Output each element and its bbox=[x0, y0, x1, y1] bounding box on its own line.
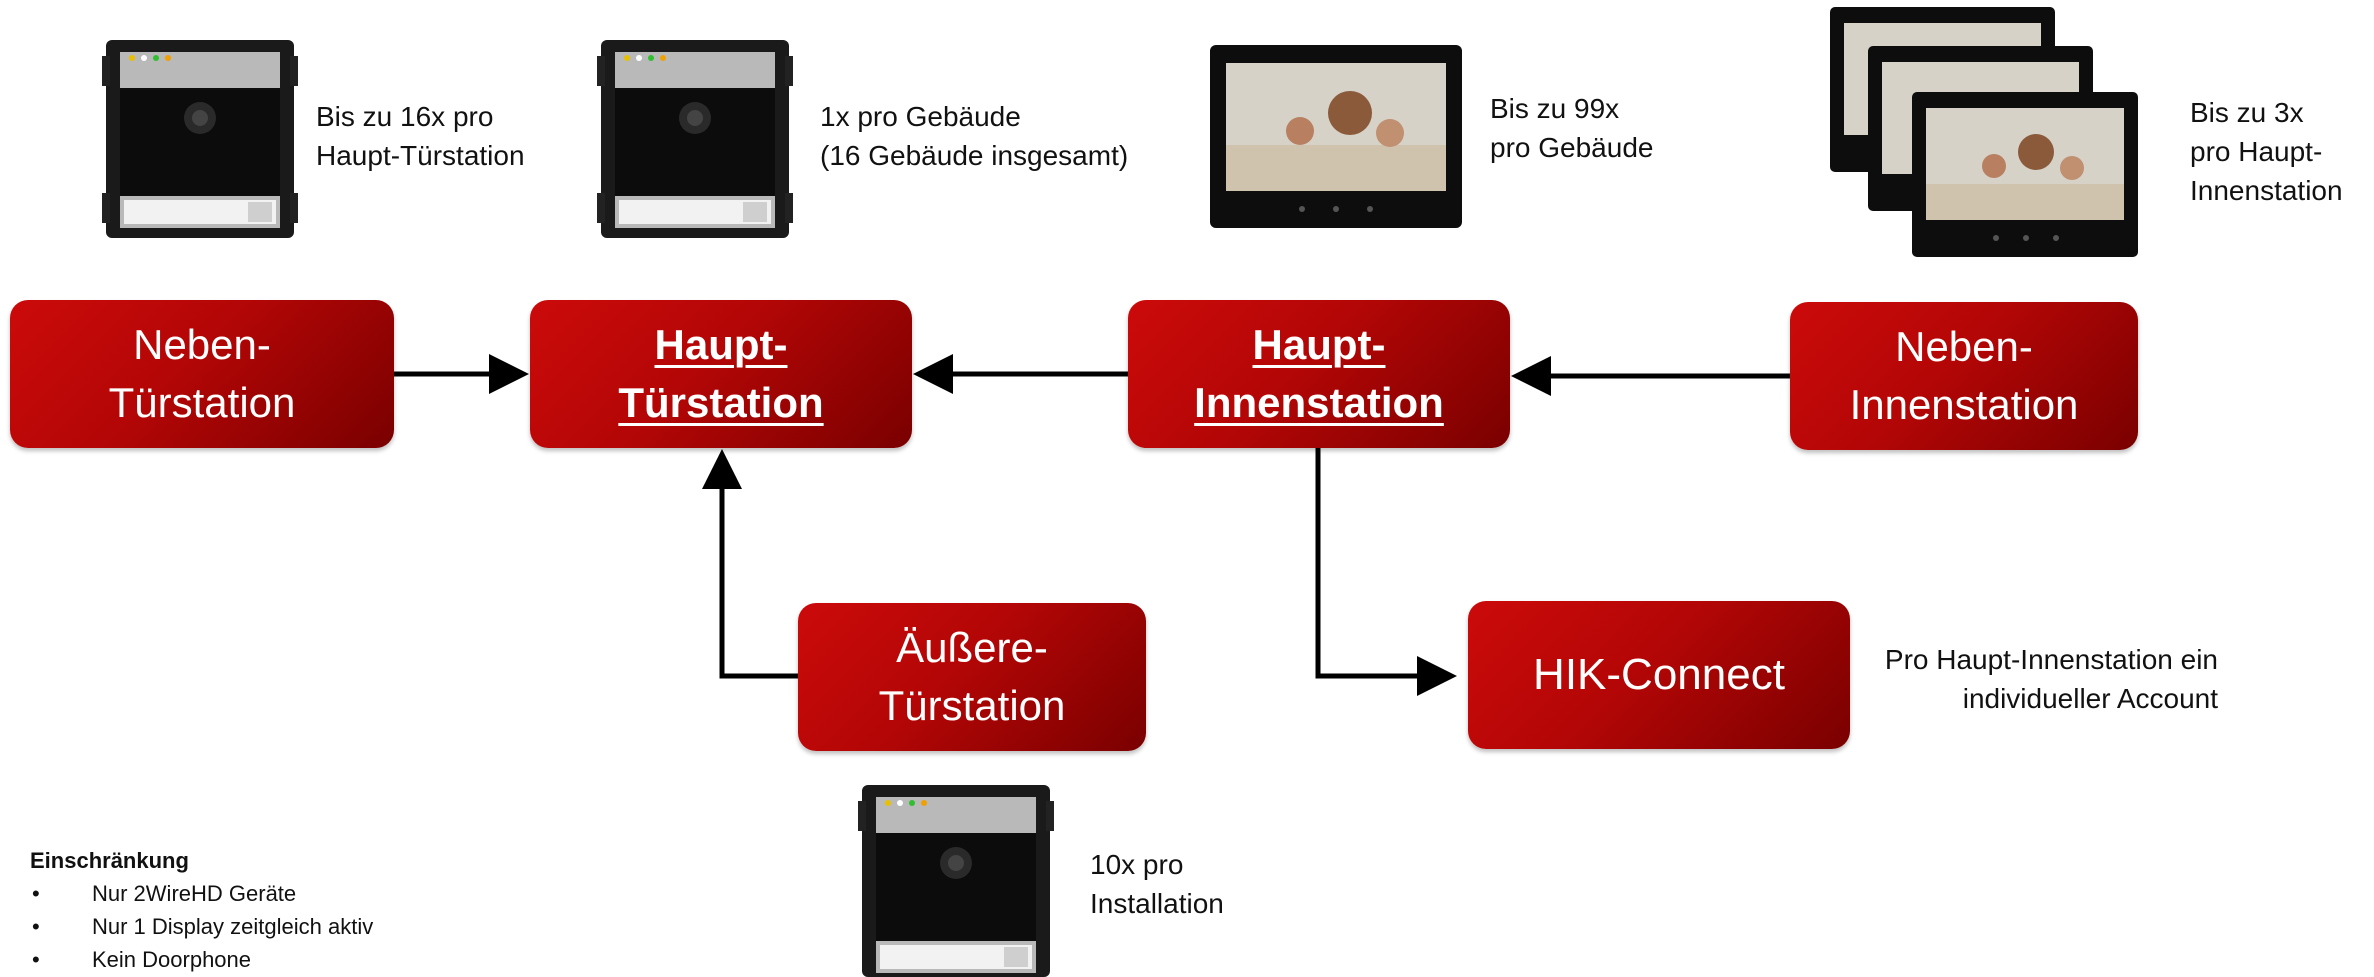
node-neben-tuerstation: Neben- Türstation bbox=[10, 300, 394, 448]
caption-aeussere-tuerstation: 10x pro Installation bbox=[1090, 845, 1224, 923]
caption-line: individueller Account bbox=[1962, 683, 2218, 714]
caption-line: 10x pro bbox=[1090, 849, 1184, 880]
caption-line: Bis zu 99x bbox=[1490, 93, 1620, 124]
node-label-line2: Türstation bbox=[108, 379, 296, 426]
node-neben-innenstation: Neben- Innenstation bbox=[1790, 302, 2138, 450]
node-label-line2: Türstation bbox=[878, 682, 1066, 729]
caption-neben-innenstation: Bis zu 3x pro Haupt- Innenstation bbox=[2190, 93, 2343, 210]
restrictions-title: Einschränkung bbox=[30, 848, 189, 873]
node-label-line2: Innenstation bbox=[1849, 381, 2079, 428]
node-label-line2: Innenstation bbox=[1194, 379, 1444, 426]
node-label-line2: Türstation bbox=[618, 379, 824, 426]
door-station-device-icon bbox=[597, 40, 793, 238]
door-station-device-icon bbox=[858, 785, 1054, 977]
node-hik-connect: HIK-Connect bbox=[1468, 601, 1850, 749]
caption-haupt-tuerstation: 1x pro Gebäude (16 Gebäude insgesamt) bbox=[820, 97, 1128, 175]
arrow-aeussere-to-haupt-tuer bbox=[702, 449, 798, 679]
arrow-haupt-innen-to-hik-connect bbox=[1315, 448, 1457, 696]
restriction-text: Nur 2WireHD Geräte bbox=[92, 881, 297, 906]
node-label-line1: Neben- bbox=[1895, 323, 2033, 370]
node-label-line1: Haupt- bbox=[1252, 321, 1386, 368]
bullet-icon: • bbox=[32, 947, 40, 972]
node-aeussere-tuerstation: Äußere- Türstation bbox=[798, 603, 1146, 751]
caption-neben-tuerstation: Bis zu 16x pro Haupt-Türstation bbox=[316, 97, 525, 175]
bullet-icon: • bbox=[32, 914, 40, 939]
restrictions-note: Einschränkung • Nur 2WireHD Geräte • Nur… bbox=[30, 844, 373, 976]
restriction-item: • Kein Doorphone bbox=[30, 943, 373, 976]
restriction-text: Nur 1 Display zeitgleich aktiv bbox=[92, 914, 374, 939]
caption-hik-connect: Pro Haupt-Innenstation ein individueller… bbox=[1850, 640, 2218, 718]
caption-line: Innenstation bbox=[2190, 175, 2343, 206]
door-station-device-icon bbox=[102, 40, 298, 238]
node-haupt-innenstation: Haupt- Innenstation bbox=[1128, 300, 1510, 448]
node-label: HIK-Connect bbox=[1533, 650, 1785, 699]
node-haupt-tuerstation: Haupt- Türstation bbox=[530, 300, 912, 448]
caption-line: pro Gebäude bbox=[1490, 132, 1654, 163]
indoor-monitor-device-icon bbox=[1912, 92, 2138, 257]
node-label-line1: Neben- bbox=[133, 321, 271, 368]
restriction-text: Kein Doorphone bbox=[92, 947, 252, 972]
caption-line: Bis zu 16x pro bbox=[316, 101, 494, 132]
caption-haupt-innenstation: Bis zu 99x pro Gebäude bbox=[1490, 89, 1653, 167]
caption-line: 1x pro Gebäude bbox=[820, 101, 1021, 132]
indoor-monitor-device-icon bbox=[1210, 45, 1462, 228]
caption-line: Pro Haupt-Innenstation ein bbox=[1884, 644, 2218, 675]
caption-line: Bis zu 3x bbox=[2190, 97, 2304, 128]
restriction-item: • Nur 1 Display zeitgleich aktiv bbox=[30, 910, 373, 943]
restriction-item: • Nur 2WireHD Geräte bbox=[30, 877, 373, 910]
caption-line: Haupt-Türstation bbox=[316, 140, 525, 171]
caption-line: pro Haupt- bbox=[2190, 136, 2323, 167]
node-label-line1: Äußere- bbox=[896, 624, 1048, 671]
caption-line: Installation bbox=[1090, 888, 1224, 919]
bullet-icon: • bbox=[32, 881, 40, 906]
caption-line: (16 Gebäude insgesamt) bbox=[820, 140, 1129, 171]
node-label-line1: Haupt- bbox=[654, 321, 788, 368]
